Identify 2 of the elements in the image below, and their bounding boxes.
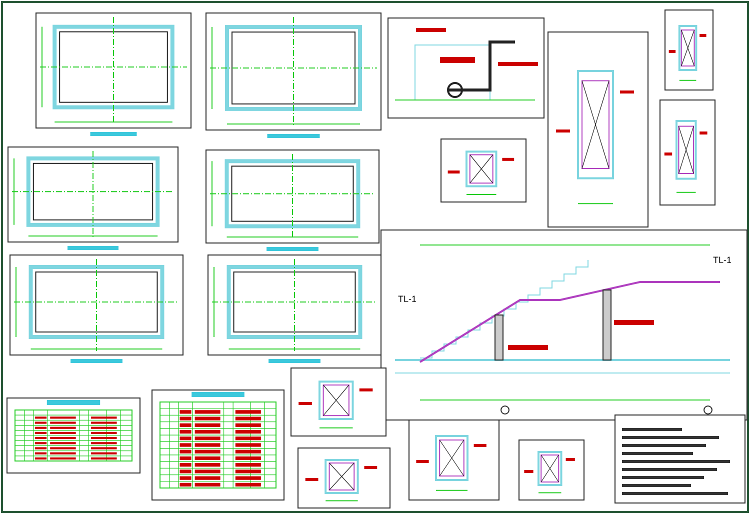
member-label: TL-1: [713, 255, 732, 265]
member-label: TL-1: [398, 294, 417, 304]
